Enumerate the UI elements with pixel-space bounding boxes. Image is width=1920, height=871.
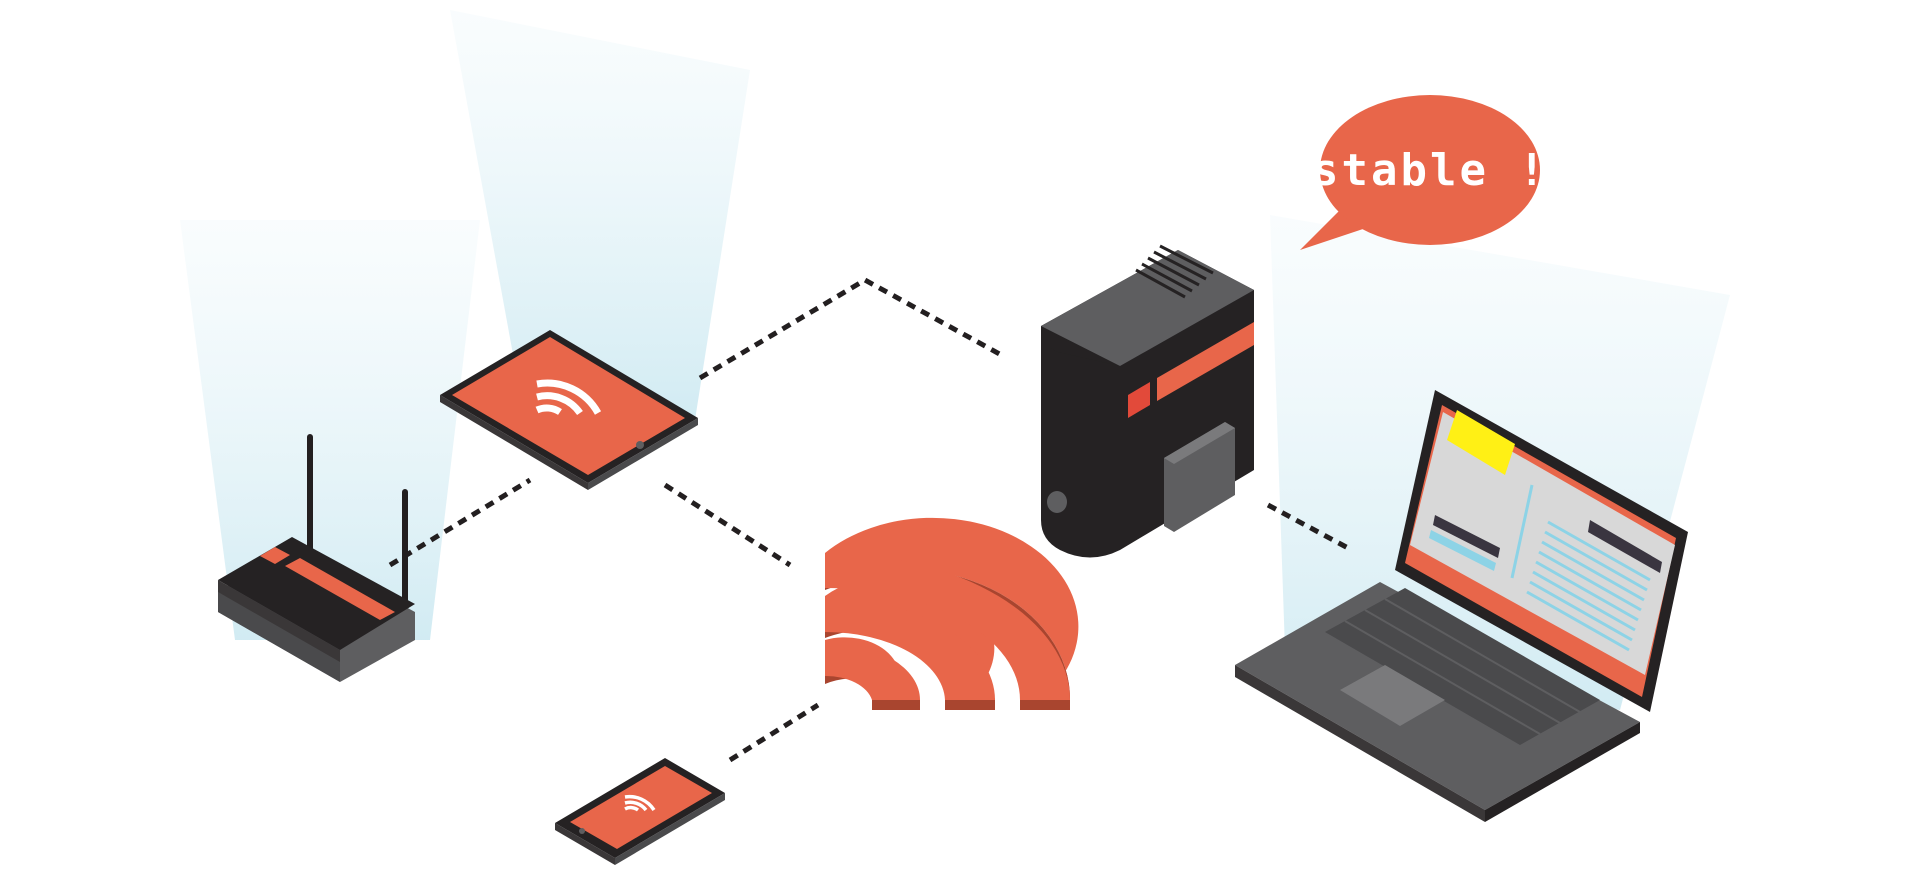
screen-yellow-block	[1447, 410, 1515, 475]
phone-wifi-icon	[624, 794, 656, 812]
router-icon	[218, 434, 415, 682]
connector-phone-wifi	[728, 702, 820, 763]
smartphone-icon	[555, 758, 725, 865]
connector-tablet-server	[698, 277, 1007, 381]
wifi-signal-icon	[825, 517, 1079, 710]
laptop-icon	[1235, 390, 1688, 822]
speech-bubble-text: stable !	[1312, 145, 1548, 196]
laptop-touchpad	[1340, 665, 1445, 726]
connectors	[388, 277, 1350, 763]
tablet-glow	[450, 10, 750, 420]
connector-tablet-wifi	[663, 482, 792, 568]
connector-router-tablet	[388, 477, 532, 568]
tablet-wifi-icon	[535, 379, 602, 416]
server-tower-icon	[1041, 244, 1254, 558]
speech-bubble: stable !	[1300, 95, 1548, 250]
tablet-icon	[440, 330, 698, 490]
